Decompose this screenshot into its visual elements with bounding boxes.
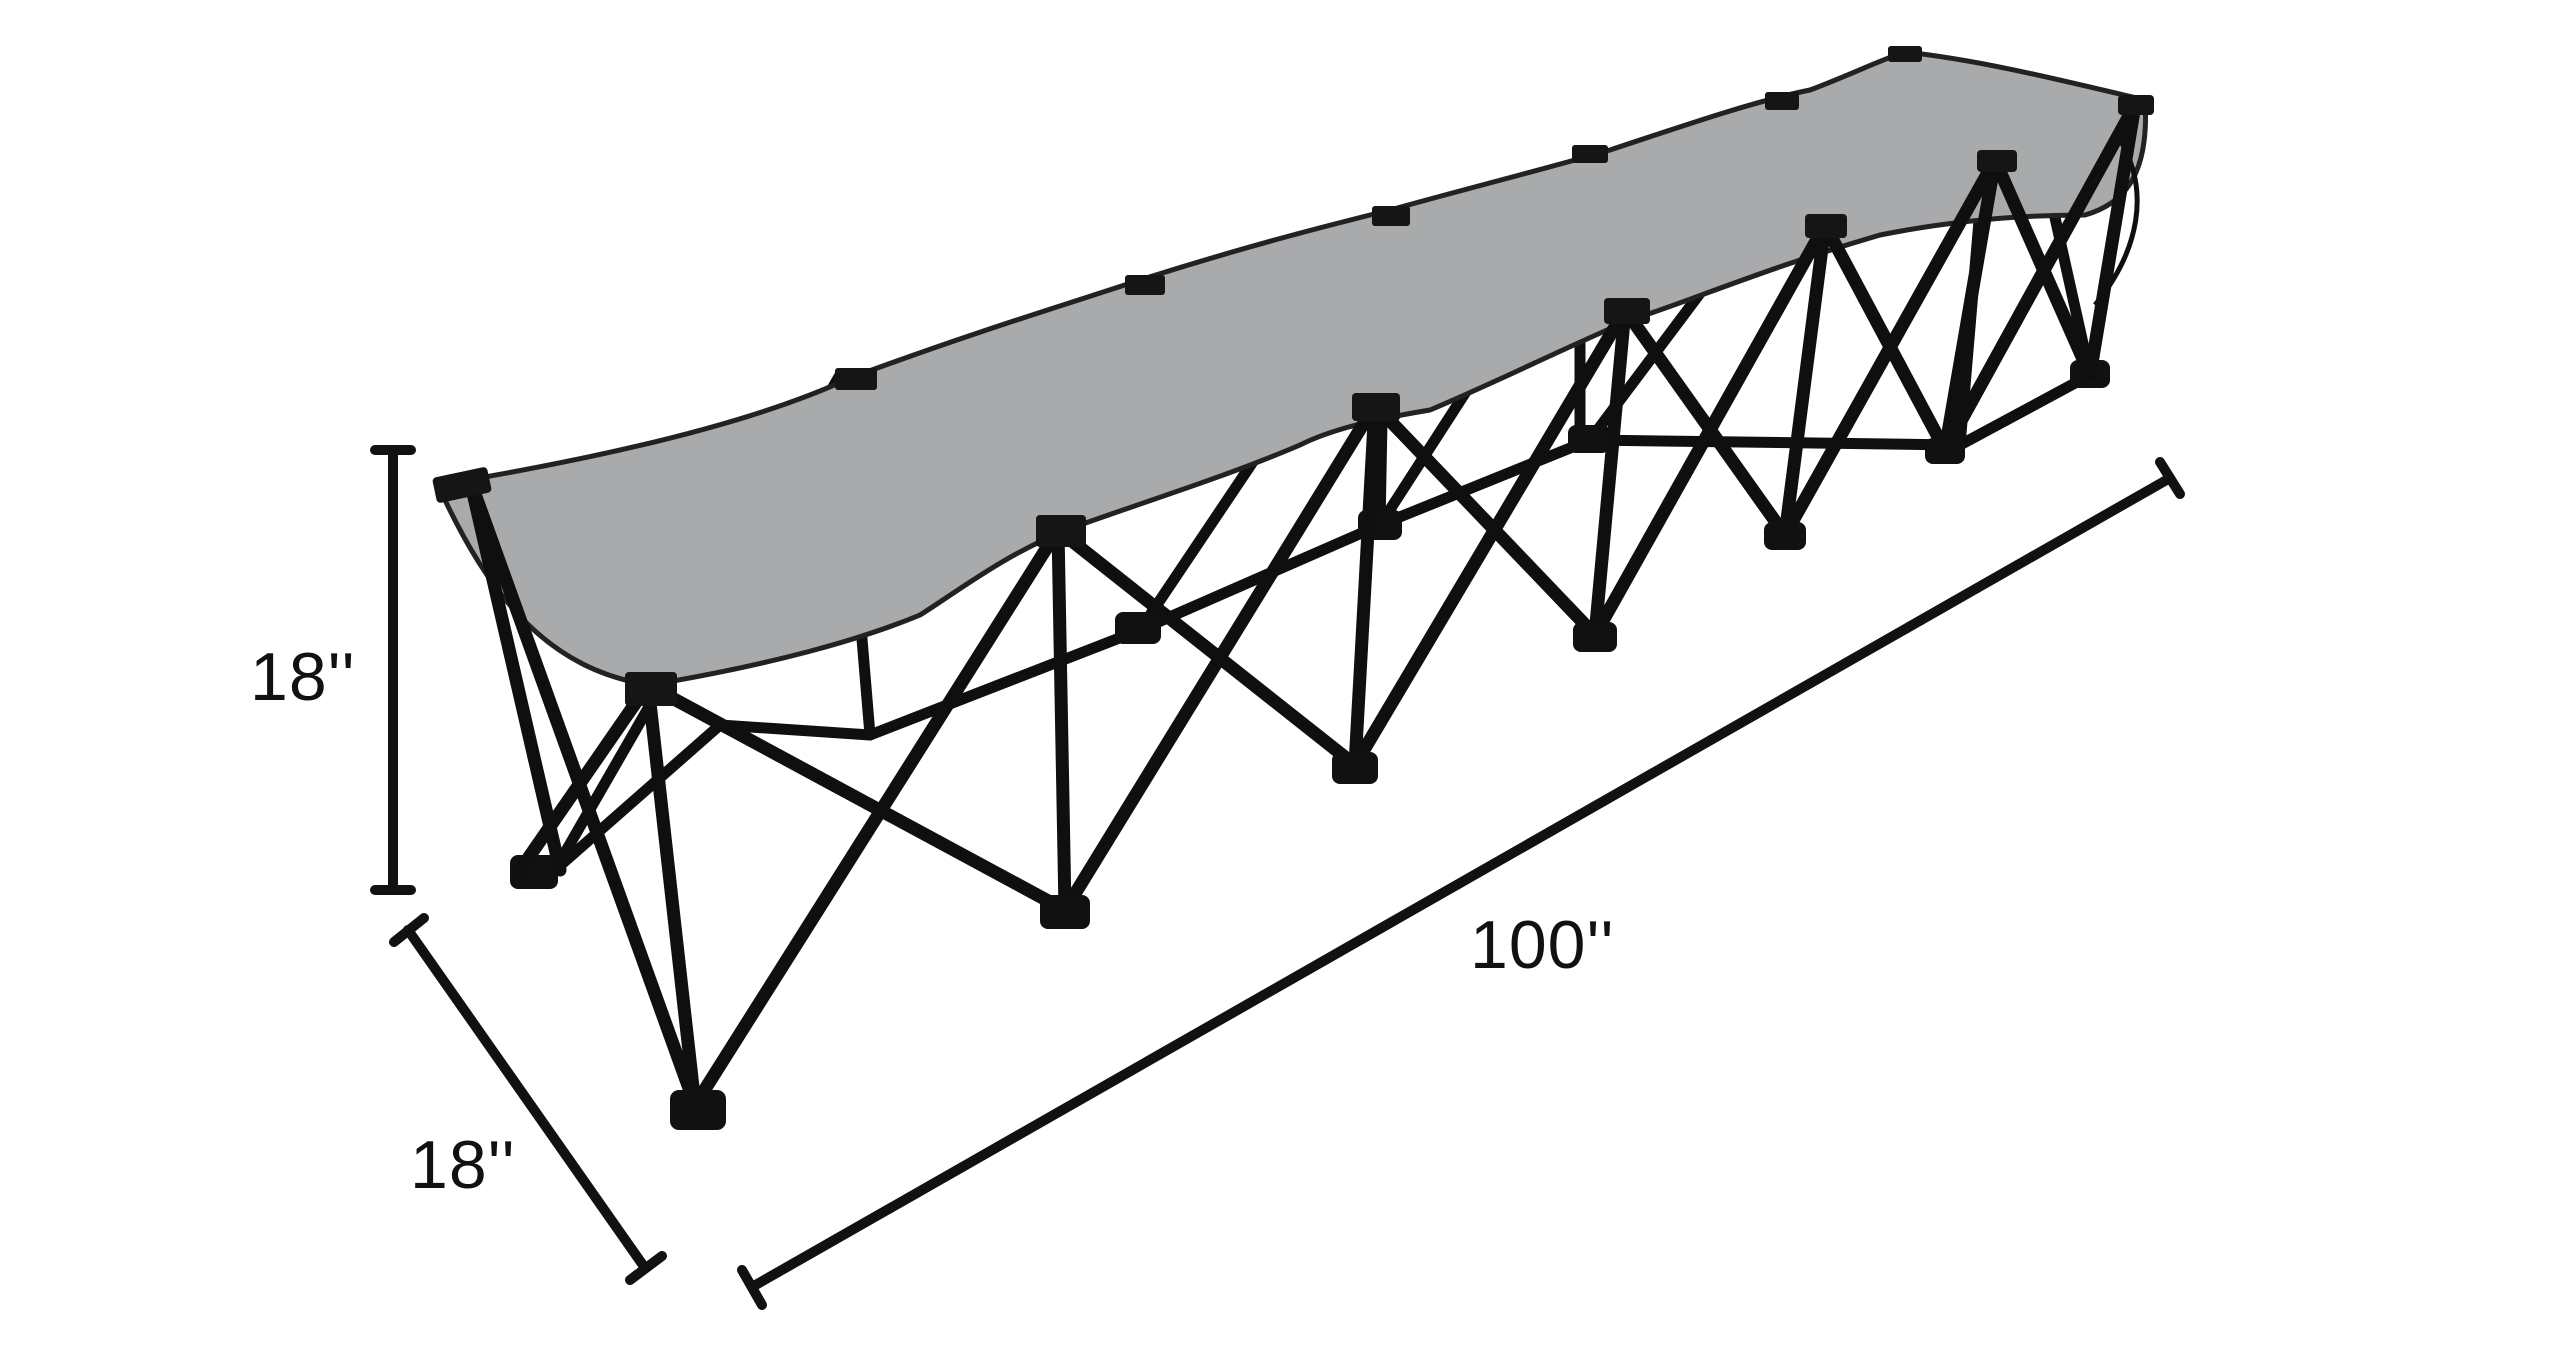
bench-frame-front	[463, 98, 2142, 1112]
carry-strap	[2093, 138, 2140, 307]
dimension-lines	[370, 445, 2185, 1310]
height-label: 18''	[250, 639, 356, 715]
bench-feet-front	[670, 438, 1965, 1130]
bench-seat	[434, 49, 2149, 688]
length-dimension-line	[737, 457, 2185, 1310]
length-label: 100''	[1470, 907, 1614, 983]
depth-label: 18''	[410, 1127, 516, 1203]
seat-brackets	[432, 46, 2154, 706]
height-dimension-line	[370, 445, 416, 895]
folding-bench	[432, 46, 2154, 1130]
depth-dimension-line	[389, 913, 667, 1285]
